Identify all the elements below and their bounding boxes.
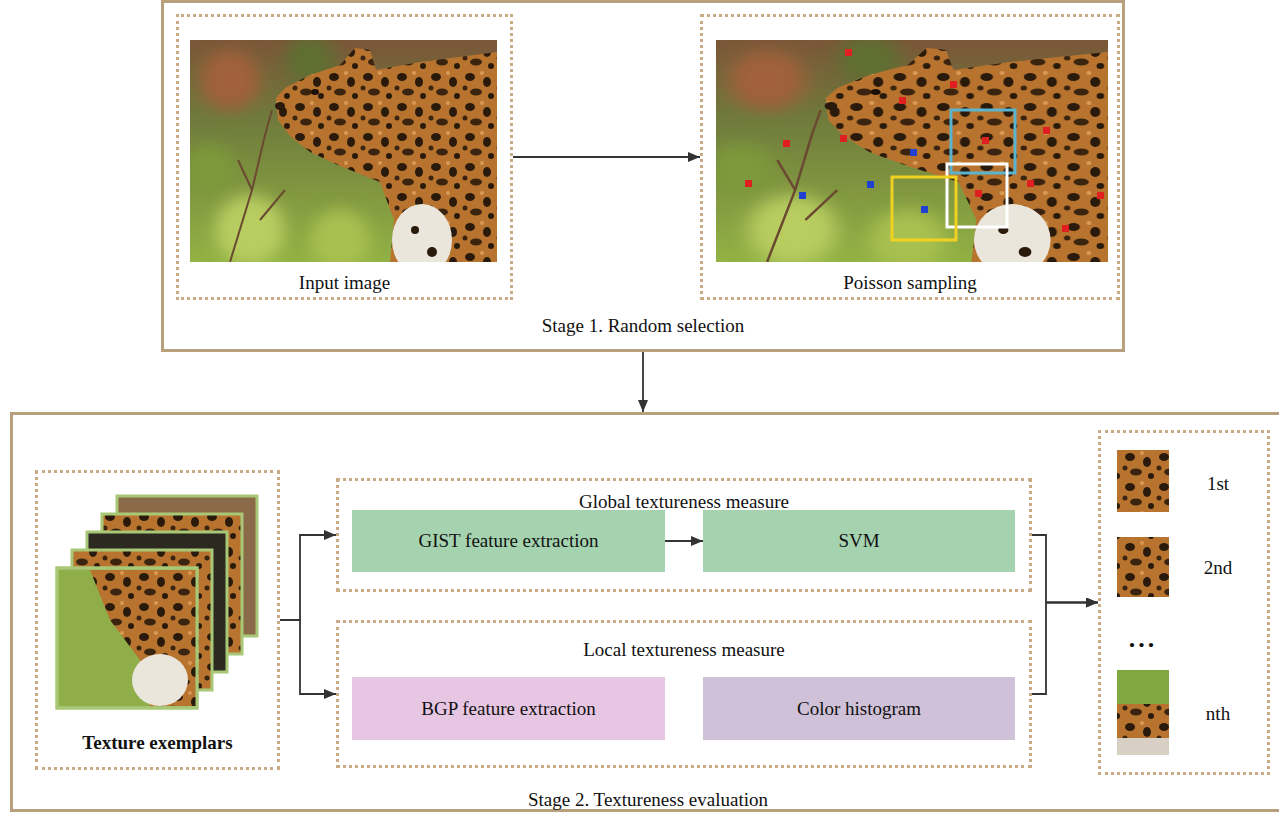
process-box: SVM: [703, 510, 1015, 572]
flow-arrow: [280, 535, 336, 620]
process-box: BGP feature extraction: [352, 677, 665, 740]
image-panel: Input image: [176, 14, 513, 300]
ranking-panel: 1st 2nd nth: [1098, 430, 1270, 775]
flow-arrow: [280, 620, 336, 694]
panel-caption: Texture exemplars: [38, 732, 277, 754]
process-box: GIST feature extraction: [352, 510, 665, 572]
measure-group: Global textureness measureGIST feature e…: [336, 478, 1032, 592]
flow-arrow: [1032, 603, 1098, 695]
rank-label: nth: [1183, 703, 1253, 725]
stage-box: Stage 1. Random selection Input image Pois…: [161, 0, 1125, 352]
box-label: SVM: [838, 530, 879, 552]
stage-box: Stage 2. Textureness evaluation Texture e…: [10, 412, 1279, 812]
flow-arrow: [642, 352, 644, 412]
box-label: Color histogram: [797, 698, 921, 720]
flow-arrow: [1032, 535, 1098, 603]
exemplar-panel: Texture exemplars: [35, 470, 280, 770]
box-label: BGP feature extraction: [421, 698, 595, 720]
rank-label: 2nd: [1183, 557, 1253, 579]
ellipsis-mark: ...: [1112, 628, 1174, 650]
panel-caption: Stage 2. Textureness evaluation: [13, 789, 1279, 811]
panel-caption: Stage 1. Random selection: [164, 315, 1122, 337]
box-label: GIST feature extraction: [418, 530, 598, 552]
process-box: Color histogram: [703, 677, 1015, 740]
image-panel: Poisson sampling: [700, 14, 1120, 300]
panel-caption: Local textureness measure: [339, 639, 1029, 661]
flow-arrow: [513, 156, 700, 158]
rank-label: 1st: [1183, 473, 1253, 495]
panel-caption: Input image: [179, 272, 510, 294]
panel-caption: Poisson sampling: [703, 272, 1117, 294]
flow-arrow: [665, 540, 703, 542]
measure-group: Local textureness measureBGP feature ext…: [336, 620, 1032, 768]
